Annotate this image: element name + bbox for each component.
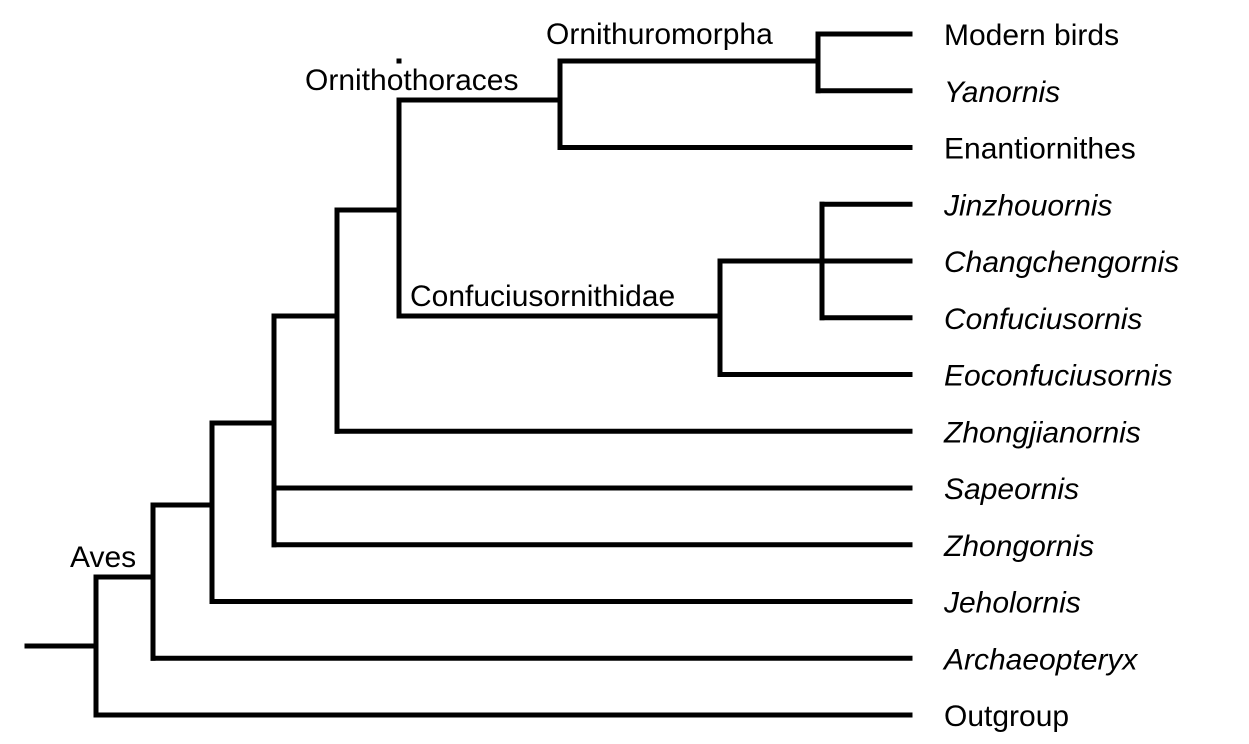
clade-label-ornithuromorpha: Ornithuromorpha <box>546 18 773 51</box>
taxon-label-zhongjianornis: Zhongjianornis <box>943 416 1141 449</box>
taxon-label-jinzhouornis: Jinzhouornis <box>943 189 1112 222</box>
clade-label-ornithothoraces: Ornithothoraces <box>305 64 518 97</box>
clade-label-aves: Aves <box>70 541 136 574</box>
tree-branches <box>24 31 913 718</box>
taxon-label-enantiornithes: Enantiornithes <box>944 133 1136 166</box>
taxon-label-yanornis: Yanornis <box>944 76 1060 109</box>
tip-labels: Modern birdsYanornisEnantiornithesJinzho… <box>942 19 1179 733</box>
clade-label-confuciusornithidae: Confuciusornithidae <box>410 280 675 313</box>
taxon-label-sapeornis: Sapeornis <box>944 473 1079 506</box>
taxon-label-changchengornis: Changchengornis <box>944 246 1179 279</box>
taxon-label-jeholornis: Jeholornis <box>943 587 1081 620</box>
clade-labels: Ornithuromorpha Ornithothoraces Confuciu… <box>70 18 773 574</box>
taxon-label-archaeopteryx: Archaeopteryx <box>942 643 1138 676</box>
taxon-label-zhongornis: Zhongornis <box>943 530 1094 563</box>
taxon-label-confuciusornis: Confuciusornis <box>944 303 1142 336</box>
taxon-label-outgroup: Outgroup <box>944 700 1069 733</box>
taxon-label-modern-birds: Modern birds <box>944 19 1119 52</box>
taxon-label-eoconfuciusornis: Eoconfuciusornis <box>944 360 1172 393</box>
